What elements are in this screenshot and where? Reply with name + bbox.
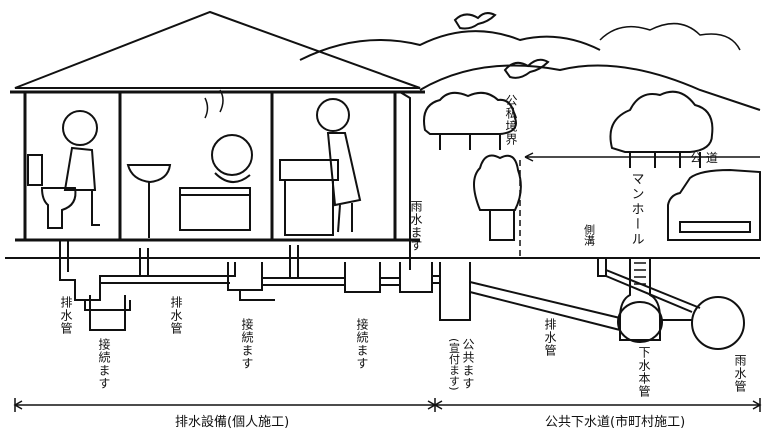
bird-icon xyxy=(503,58,550,79)
drain-pipes xyxy=(59,240,701,331)
toilet-icon xyxy=(27,154,77,229)
private-section-label: 排水設備(個人施工) xyxy=(175,414,289,430)
connection-box-label-3: 接続ます xyxy=(355,317,369,370)
background-hills xyxy=(299,22,761,111)
tree-cluster-right xyxy=(609,90,714,168)
sewer-main-pipe xyxy=(617,301,663,343)
kitchen-sink-icon xyxy=(279,159,339,236)
sink-icon xyxy=(126,164,172,238)
side-ditch-label: 側溝 xyxy=(583,224,596,247)
road-label: 公 道 xyxy=(690,151,718,165)
public-section-label: 公共下水道(市町村施工) xyxy=(545,414,685,430)
tree-cluster-left xyxy=(423,91,517,150)
house xyxy=(10,10,425,270)
drain-pipe-label-public: 排水管 xyxy=(543,318,557,357)
bird-icon xyxy=(453,12,497,30)
sewer-main-label: 下水本管 xyxy=(637,346,651,398)
boy-figure xyxy=(62,110,100,226)
rain-pipe xyxy=(691,296,745,350)
downspout xyxy=(399,91,411,270)
public-box-label: 公共ます xyxy=(461,338,475,390)
rainwater-box-label: 雨水ます xyxy=(409,200,423,252)
boundary-label: 公私境界 xyxy=(504,94,518,146)
manhole-shaft xyxy=(619,258,661,341)
drain-pipe-label-mid: 排水管 xyxy=(169,296,183,335)
public-box-note: (宣付ます) xyxy=(448,338,461,391)
bathtub-icon xyxy=(179,187,251,231)
manhole-label: マンホール xyxy=(629,172,644,247)
house-roof xyxy=(14,10,421,89)
car-icon xyxy=(667,168,761,241)
shrub-icon xyxy=(473,154,522,241)
section-dimension-line xyxy=(13,398,762,412)
rain-pipe-label: 雨水管 xyxy=(733,354,747,393)
woman-figure xyxy=(316,98,362,233)
road-arrow xyxy=(524,152,760,162)
connection-box-label-2: 接続ます xyxy=(240,317,254,370)
drain-pipe-label-left: 排水管 xyxy=(59,296,73,335)
side-ditch xyxy=(597,258,607,277)
child-in-bath xyxy=(204,89,253,183)
connection-box-label-1: 接続ます xyxy=(97,337,111,390)
